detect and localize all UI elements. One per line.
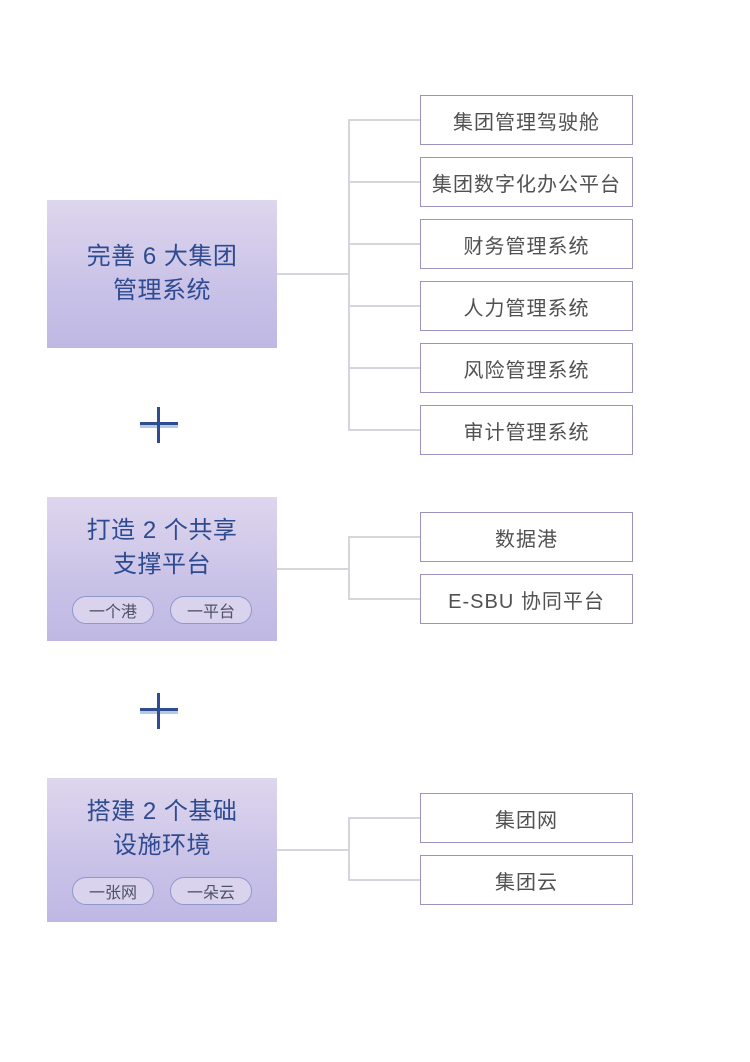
group-title: 完善 6 大集团 管理系统: [87, 240, 238, 308]
pill-badge: 一张网: [71, 877, 154, 905]
pill-badge: 一个港: [71, 596, 154, 624]
connector-h-line: [277, 849, 349, 851]
pill-badge: 一平台: [170, 596, 253, 624]
connector-v-line: [348, 119, 350, 431]
plus-vertical-stroke: [157, 407, 160, 443]
group-title-line-1: 搭建 2 个基础: [86, 798, 238, 825]
connector-h-line: [348, 879, 420, 881]
group-title-line-2: 设施环境: [113, 832, 211, 859]
connector-h-line: [348, 429, 420, 431]
connector-h-line: [348, 305, 420, 307]
pill-badge: 一朵云: [170, 877, 253, 905]
connector-h-line: [277, 273, 349, 275]
group-box-infrastructure: 搭建 2 个基础 设施环境 一张网 一朵云: [47, 778, 277, 922]
group-title-line-1: 打造 2 个共享: [86, 517, 238, 544]
plus-vertical-stroke: [157, 693, 160, 729]
connector-v-line: [348, 817, 350, 881]
connector-h-line: [348, 598, 420, 600]
group-title-line-2: 支撑平台: [113, 551, 211, 578]
connector-h-line: [348, 119, 420, 121]
group-title: 打造 2 个共享 支撑平台: [87, 514, 238, 582]
group-box-shared-platforms: 打造 2 个共享 支撑平台 一个港 一平台: [47, 497, 277, 641]
item-box: 数据港: [420, 512, 633, 562]
connector-h-line: [348, 181, 420, 183]
group-box-management-systems: 完善 6 大集团 管理系统: [47, 200, 277, 348]
item-box: 集团管理驾驶舱: [420, 95, 633, 145]
group-title-line-1: 完善 6 大集团: [86, 243, 238, 270]
connector-h-line: [348, 367, 420, 369]
item-box: 审计管理系统: [420, 405, 633, 455]
connector-v-line: [348, 536, 350, 600]
connector-h-line: [348, 536, 420, 538]
item-box: 人力管理系统: [420, 281, 633, 331]
plus-icon: [140, 693, 178, 729]
group-title-line-2: 管理系统: [113, 277, 211, 304]
plus-icon: [140, 407, 178, 443]
item-box: 风险管理系统: [420, 343, 633, 393]
item-box: 财务管理系统: [420, 219, 633, 269]
item-box: 集团数字化办公平台: [420, 157, 633, 207]
connector-h-line: [277, 568, 349, 570]
item-box: 集团云: [420, 855, 633, 905]
connector-h-line: [348, 817, 420, 819]
pill-row: 一张网 一朵云: [71, 877, 253, 905]
item-box: 集团网: [420, 793, 633, 843]
connector-h-line: [348, 243, 420, 245]
group-title: 搭建 2 个基础 设施环境: [87, 795, 238, 863]
item-box: E-SBU 协同平台: [420, 574, 633, 624]
pill-row: 一个港 一平台: [71, 596, 253, 624]
